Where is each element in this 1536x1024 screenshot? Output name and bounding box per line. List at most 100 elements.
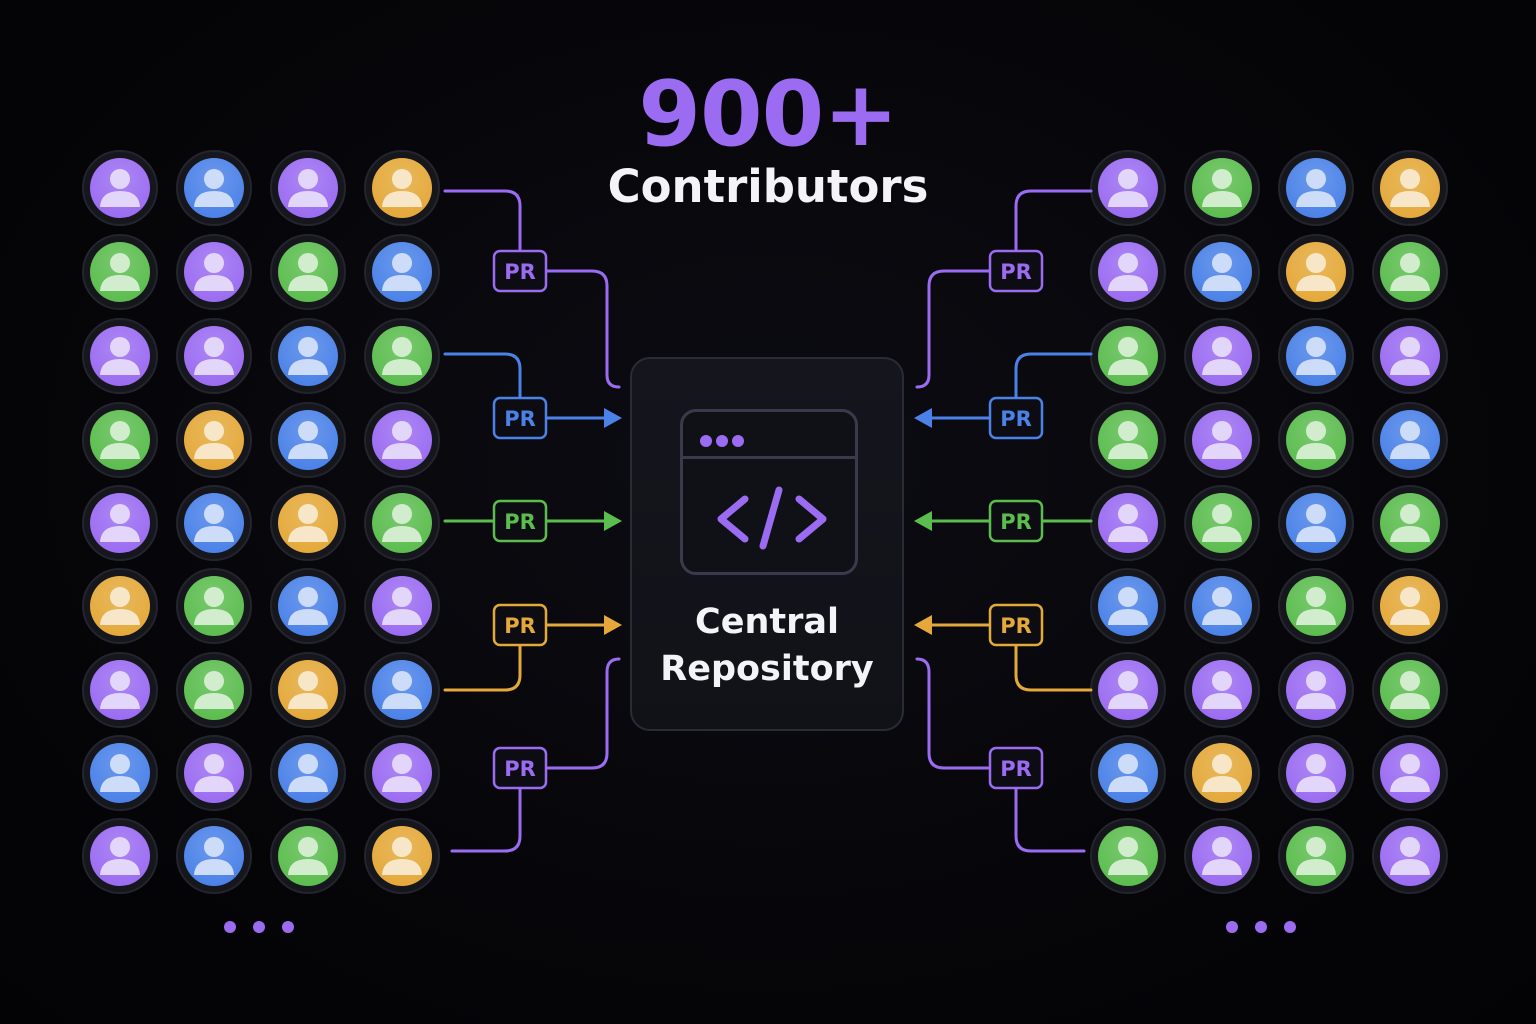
- pr-badge: PR: [988, 396, 1044, 440]
- connector-line: [544, 657, 621, 770]
- contributor-avatar: [1278, 568, 1354, 644]
- user-icon: [382, 253, 422, 291]
- contributor-avatar: [176, 652, 252, 728]
- contributor-avatar: [270, 402, 346, 478]
- user-icon: [1202, 169, 1242, 207]
- contributor-avatar: [82, 485, 158, 561]
- contributor-avatar: [270, 485, 346, 561]
- contributor-avatar: [82, 234, 158, 310]
- contributor-avatar: [82, 818, 158, 894]
- contributor-avatar: [364, 234, 440, 310]
- contributor-avatar: [82, 318, 158, 394]
- user-icon: [382, 587, 422, 625]
- connector-line: [450, 787, 522, 853]
- user-icon: [288, 587, 328, 625]
- user-icon: [1108, 587, 1148, 625]
- user-icon: [1202, 337, 1242, 375]
- contributor-avatar: [176, 485, 252, 561]
- user-icon: [100, 421, 140, 459]
- arrow-head-icon: [604, 511, 622, 531]
- contributor-avatar: [270, 150, 346, 226]
- user-icon: [1296, 421, 1336, 459]
- contributor-avatar: [270, 652, 346, 728]
- connector-line: [443, 645, 522, 692]
- user-icon: [194, 253, 234, 291]
- contributor-avatar: [270, 234, 346, 310]
- pr-badge: PR: [492, 603, 548, 647]
- user-icon: [1202, 754, 1242, 792]
- contributor-avatar: [1372, 818, 1448, 894]
- connector-line: [915, 657, 992, 770]
- contributor-avatar: [1184, 318, 1260, 394]
- contributor-avatar: [364, 735, 440, 811]
- user-icon: [1202, 504, 1242, 542]
- contributor-avatar: [1090, 735, 1166, 811]
- user-icon: [194, 421, 234, 459]
- user-icon: [1108, 337, 1148, 375]
- contributor-avatar: [364, 568, 440, 644]
- contributor-avatar: [270, 735, 346, 811]
- user-icon: [288, 253, 328, 291]
- user-icon: [1202, 253, 1242, 291]
- ellipsis-dot: [1284, 921, 1296, 933]
- user-icon: [1390, 671, 1430, 709]
- user-icon: [288, 754, 328, 792]
- user-icon: [1296, 587, 1336, 625]
- contributor-avatar: [1278, 150, 1354, 226]
- contributor-avatar: [176, 568, 252, 644]
- contributor-avatar: [1372, 568, 1448, 644]
- contributor-avatar: [82, 568, 158, 644]
- contributor-avatar: [270, 568, 346, 644]
- contributor-avatar: [1372, 735, 1448, 811]
- user-icon: [1108, 253, 1148, 291]
- user-icon: [382, 421, 422, 459]
- user-icon: [194, 671, 234, 709]
- contributor-avatar: [1184, 735, 1260, 811]
- pr-badge-label: PR: [1000, 757, 1032, 781]
- ellipsis-dot: [282, 921, 294, 933]
- user-icon: [1108, 837, 1148, 875]
- user-icon: [1202, 671, 1242, 709]
- pr-badge-label: PR: [1000, 407, 1032, 431]
- user-icon: [382, 169, 422, 207]
- contributor-avatar: [1372, 652, 1448, 728]
- contributor-avatar: [176, 234, 252, 310]
- user-icon: [288, 671, 328, 709]
- user-icon: [1108, 169, 1148, 207]
- contributor-avatar: [1184, 234, 1260, 310]
- user-icon: [1296, 671, 1336, 709]
- contributor-avatar: [1090, 234, 1166, 310]
- user-icon: [1108, 671, 1148, 709]
- connector-line: [1014, 645, 1093, 692]
- contributor-avatar: [176, 402, 252, 478]
- contributor-avatar: [1372, 150, 1448, 226]
- contributor-avatar: [1090, 568, 1166, 644]
- connector-line: [443, 189, 522, 254]
- connector-line: [443, 352, 522, 400]
- contributor-avatar: [1184, 150, 1260, 226]
- user-icon: [288, 337, 328, 375]
- user-icon: [1296, 169, 1336, 207]
- contributor-avatar: [1372, 485, 1448, 561]
- pr-badge-label: PR: [1000, 614, 1032, 638]
- contributor-avatar: [1090, 150, 1166, 226]
- pr-badge-label: PR: [504, 614, 536, 638]
- contributor-avatar: [1278, 818, 1354, 894]
- arrow-head-icon: [914, 615, 932, 635]
- ellipsis-dot: [224, 921, 236, 933]
- window-dots: [700, 432, 748, 451]
- pr-badge-label: PR: [504, 757, 536, 781]
- pr-badge: PR: [988, 249, 1044, 293]
- user-icon: [194, 754, 234, 792]
- contributor-avatar: [176, 150, 252, 226]
- contributor-avatar: [1090, 485, 1166, 561]
- contributor-avatar: [364, 818, 440, 894]
- contributor-avatar: [1090, 652, 1166, 728]
- code-window-icon: [680, 409, 858, 575]
- user-icon: [382, 754, 422, 792]
- pr-badge: PR: [492, 746, 548, 790]
- contributor-avatar: [1184, 568, 1260, 644]
- central-repository-card: Central Repository: [630, 357, 904, 731]
